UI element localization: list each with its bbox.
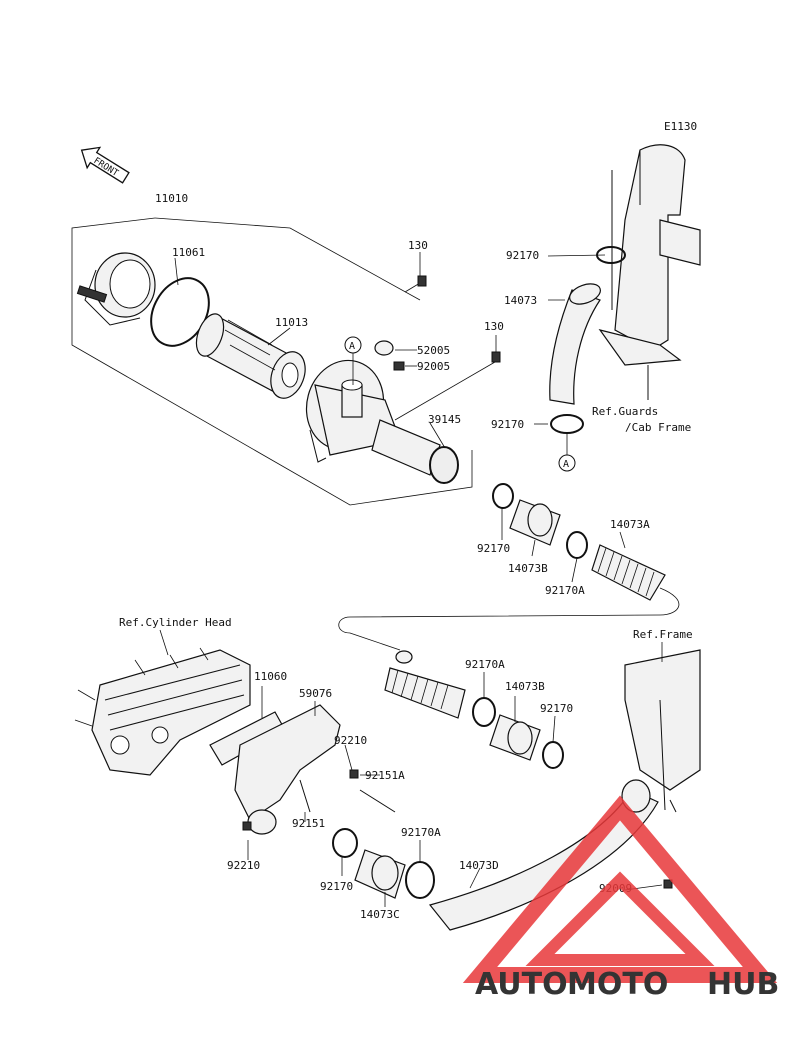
part-label-14073B-lower: 14073B	[505, 680, 545, 693]
air-cleaner-housing	[305, 359, 441, 476]
front-arrow-icon: FRONT	[80, 146, 130, 184]
part-label-59076: 59076	[299, 687, 332, 700]
callout-a-left: A	[344, 336, 362, 385]
part-label-130-right: 130	[484, 320, 504, 333]
ref-cylinder-head: Ref.Cylinder Head	[119, 616, 232, 629]
watermark-triangle-inner	[525, 871, 715, 966]
nut-92210-left	[242, 821, 252, 831]
part-label-92170-lower: 92170	[540, 702, 573, 715]
svg-text:A: A	[563, 459, 569, 470]
ref-frame	[624, 649, 701, 813]
part-label-130-top: 130	[408, 239, 428, 252]
bolt-130-right	[491, 351, 501, 363]
watermark-logo: AUTO MOTO HUB	[462, 795, 779, 1002]
part-label-92170-mid: 92170	[491, 418, 524, 431]
part-label-92170A-bottom: 92170A	[401, 826, 441, 839]
bolt-92009	[663, 879, 673, 889]
part-label-14073A: 14073A	[610, 518, 650, 531]
diagram-code: E1130	[664, 120, 697, 133]
leader	[394, 361, 496, 421]
ref-frame: Ref.Frame	[633, 628, 693, 641]
watermark-triangle-outer	[462, 795, 778, 983]
part-label-14073D: 14073D	[459, 859, 499, 872]
part-label-92151A: 92151A	[365, 769, 405, 782]
ref-guards-line1: Ref.Guards	[592, 405, 658, 418]
part-label-92210-right: 92210	[334, 734, 367, 747]
clamp-92170A-lower	[472, 697, 496, 727]
watermark-hub: HUB	[707, 967, 779, 1002]
part-label-92170A-upper: 92170A	[545, 584, 585, 597]
watermark-auto: AUTO	[475, 967, 568, 1002]
clamp-92170-bottom	[332, 828, 358, 858]
part-label-92005: 92005	[417, 360, 450, 373]
studs	[299, 779, 396, 813]
clamp-92170-small	[492, 483, 514, 509]
part-label-14073C: 14073C	[360, 908, 400, 921]
part-label-11061: 11061	[172, 246, 205, 259]
watermark-moto: MOTO	[567, 967, 668, 1002]
hose-14073	[549, 289, 601, 405]
cylinder-head	[74, 647, 251, 776]
part-label-92151: 92151	[292, 817, 325, 830]
part-label-11060: 11060	[254, 670, 287, 683]
clamp-92170A-bottom	[405, 861, 435, 899]
valve	[374, 340, 394, 356]
part-label-92210-left: 92210	[227, 859, 260, 872]
part-label-14073: 14073	[504, 294, 537, 307]
part-label-92170-bottom: 92170	[320, 880, 353, 893]
bolt-130-top	[417, 275, 427, 287]
part-label-39145: 39145	[428, 413, 461, 426]
bellows-lower	[384, 650, 466, 719]
ref-guards-line2: /Cab Frame	[625, 421, 691, 434]
part-label-92170A-lower: 92170A	[465, 658, 505, 671]
connector-line	[338, 587, 680, 651]
filter-element	[195, 313, 306, 399]
part-label-11010: 11010	[155, 192, 188, 205]
svg-text:A: A	[349, 341, 355, 352]
bellows-14073A	[591, 544, 666, 601]
part-label-14073B-upper: 14073B	[508, 562, 548, 575]
part-label-92170-small: 92170	[477, 542, 510, 555]
callout-a-right: A	[558, 432, 576, 472]
assembly-bracket	[71, 217, 473, 506]
hose-14073C	[354, 849, 406, 899]
nut-92210-right	[349, 769, 359, 779]
part-label-92170-upper: 92170	[506, 249, 539, 262]
leader-lines	[159, 252, 663, 907]
air-cleaner-cap	[76, 252, 156, 326]
clamp-92170-lower-right	[542, 741, 564, 769]
manifold-59076	[234, 704, 341, 835]
hose-14073B-lower	[489, 714, 541, 761]
clamp-92170-mid	[550, 414, 584, 434]
hose-14073B-upper	[509, 499, 561, 546]
part-label-52005: 52005	[417, 344, 450, 357]
part-label-11013: 11013	[275, 316, 308, 329]
cab-frame-guard	[598, 144, 701, 400]
clamp-92170A-upper	[566, 531, 588, 559]
assembly-bracket-top	[154, 217, 421, 301]
ring-39145	[429, 446, 459, 484]
clip	[393, 361, 405, 371]
